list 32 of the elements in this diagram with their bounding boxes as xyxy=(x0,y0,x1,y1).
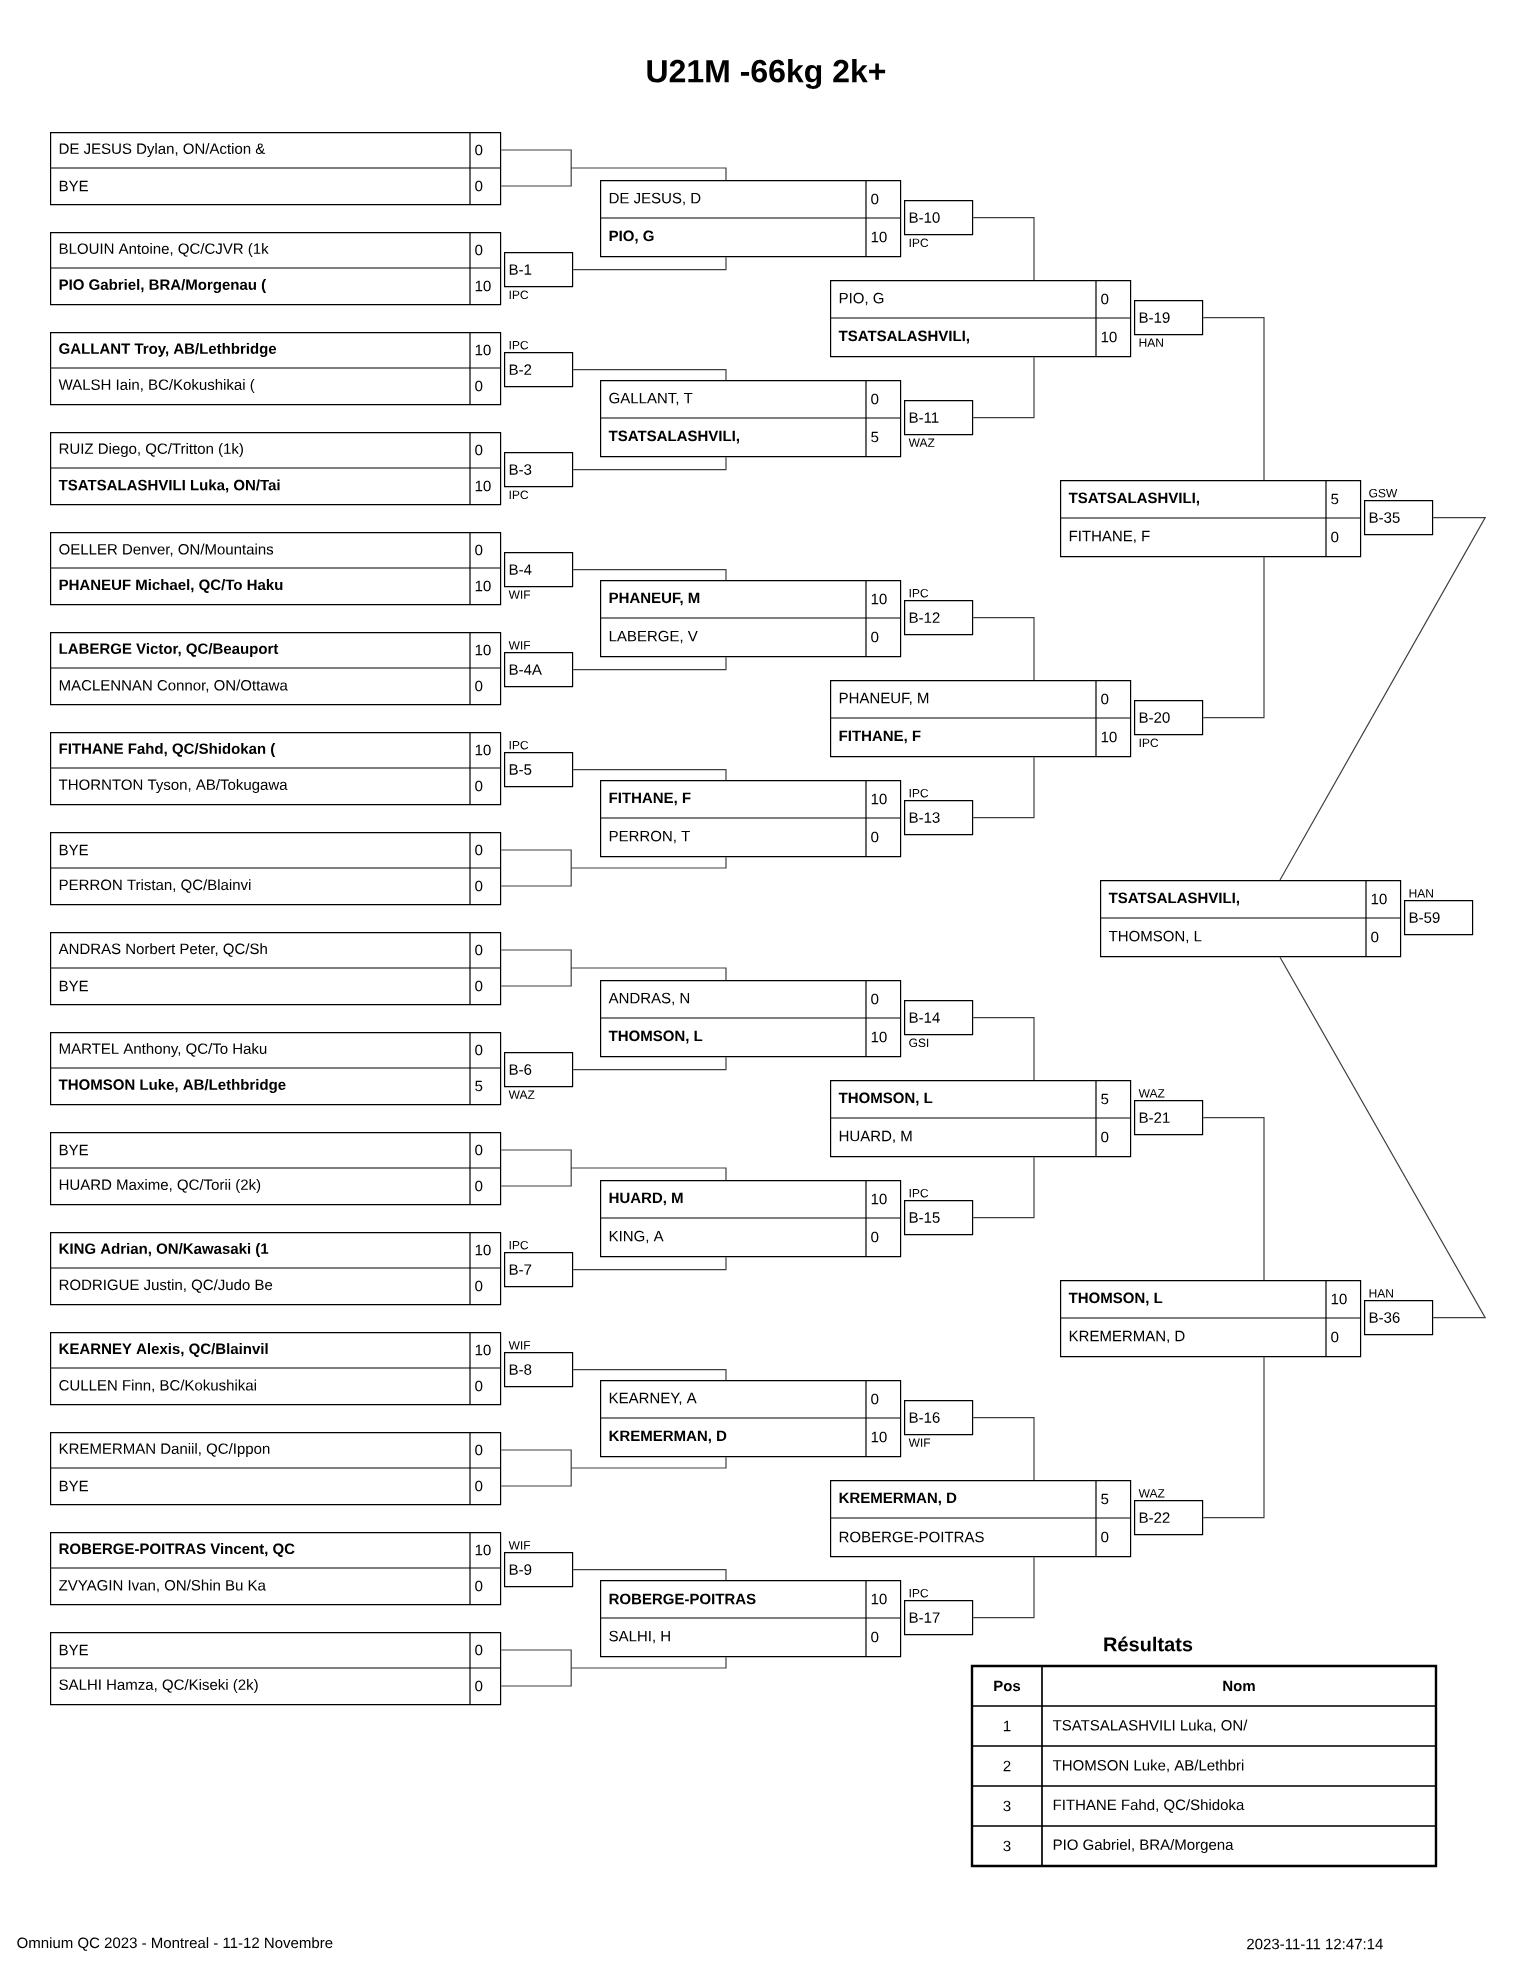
bracket-line xyxy=(572,569,727,581)
bracket-line xyxy=(572,1569,727,1581)
bracket-line xyxy=(572,1056,727,1071)
bracket-line xyxy=(972,356,1035,419)
bracket-line xyxy=(972,617,1035,681)
bracket-line xyxy=(500,949,727,987)
bracket-line xyxy=(500,1149,727,1187)
bracket-line xyxy=(500,149,727,187)
bracket-line xyxy=(500,849,727,887)
title: U21M -66kg 2k+ xyxy=(647,59,886,89)
bracket-line xyxy=(572,1256,727,1271)
bracket-line xyxy=(972,217,1035,281)
bracket-line xyxy=(572,656,727,671)
bracket-line xyxy=(500,1649,727,1687)
bracket-line xyxy=(1202,1117,1265,1281)
bracket-line xyxy=(1202,1356,1265,1519)
bracket-line xyxy=(572,1369,727,1381)
bracket-line xyxy=(972,1417,1035,1481)
bracket-line xyxy=(1279,517,1487,881)
bracket-line xyxy=(1202,556,1265,719)
bracket-line xyxy=(500,1449,727,1487)
bracket-line xyxy=(572,769,727,781)
bracket-line xyxy=(972,756,1035,819)
bracket-line xyxy=(1279,956,1487,1319)
table-heading: Résultats xyxy=(1104,1636,1193,1652)
bracket-line xyxy=(572,369,727,381)
bracket-line xyxy=(572,456,727,471)
bracket-line xyxy=(572,256,727,271)
bracket-line xyxy=(972,1017,1035,1081)
bracket-line xyxy=(972,1556,1035,1619)
bracket-line xyxy=(1202,317,1265,481)
bracket-line xyxy=(972,1156,1035,1219)
